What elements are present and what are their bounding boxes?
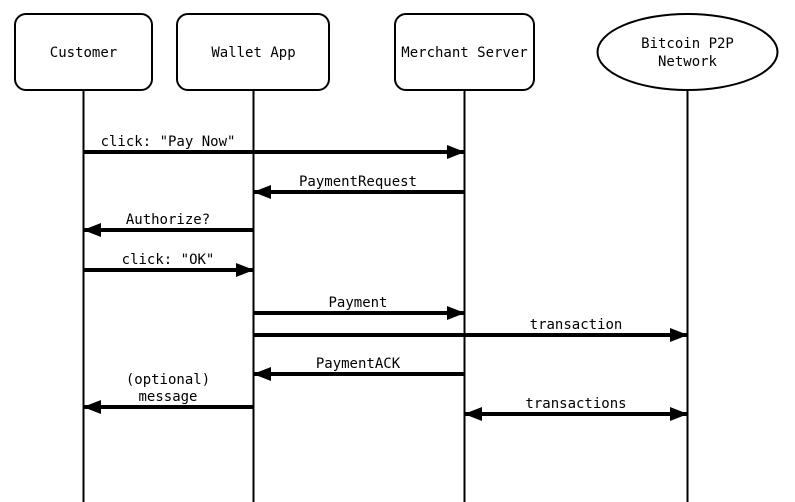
message-transactions-label: transactions — [525, 396, 626, 412]
message-payment-label: Payment — [328, 295, 387, 311]
message-payment-request-label: PaymentRequest — [299, 174, 417, 190]
message-click-ok-label: click: "OK" — [122, 252, 215, 268]
actor-bitcoin-network-ellipse — [596, 13, 779, 91]
actor-customer-box — [14, 13, 153, 91]
actor-bitcoin-network-label-line1: Bitcoin P2P — [641, 36, 734, 52]
actor-merchant-server-box — [394, 13, 535, 91]
message-optional-message-label-line2: message — [138, 389, 197, 405]
message-payment-ack-label: PaymentACK — [316, 356, 401, 372]
message-authorize-label: Authorize? — [126, 212, 210, 228]
message-optional-message-label-line1: (optional) — [126, 372, 210, 388]
message-transaction-label: transaction — [530, 317, 623, 333]
actor-wallet-app-box — [176, 13, 330, 91]
message-click-pay-now-label: click: "Pay Now" — [101, 134, 236, 150]
actor-bitcoin-network-label-line2: Network — [658, 54, 718, 70]
actor-customer-label: Customer — [50, 45, 117, 61]
actor-wallet-app-label: Wallet App — [211, 45, 295, 61]
actor-merchant-server-label: Merchant Server — [401, 45, 527, 61]
